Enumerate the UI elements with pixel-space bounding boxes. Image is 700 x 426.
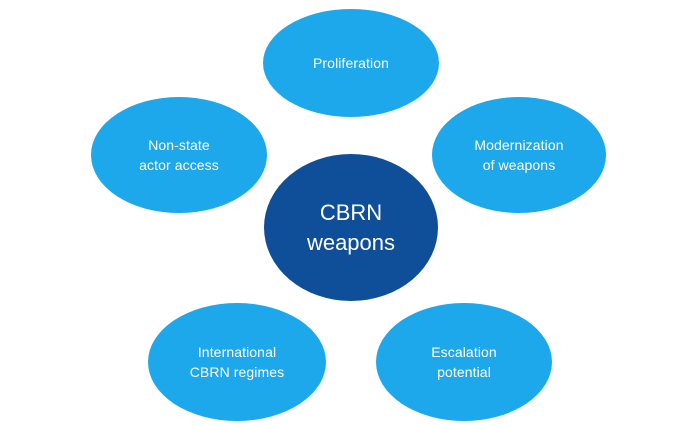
node-cbrn-weapons-center-label: CBRN weapons [306, 199, 396, 255]
node-proliferation: Proliferation [263, 9, 439, 117]
node-non-state-actor-access-label: Non-state actor access [139, 137, 219, 173]
node-proliferation-label: Proliferation [312, 55, 389, 71]
node-international-cbrn-regimes: International CBRN regimes [148, 303, 326, 421]
node-modernization-of-weapons-label: Modernization of weapons [474, 137, 564, 173]
node-non-state-actor-access: Non-state actor access [91, 97, 267, 213]
node-cbrn-weapons-center: CBRN weapons [264, 154, 438, 301]
node-escalation-potential: Escalation potential [376, 303, 552, 421]
node-modernization-of-weapons: Modernization of weapons [432, 97, 606, 213]
node-international-cbrn-regimes-label: International CBRN regimes [189, 344, 285, 380]
node-escalation-potential-label: Escalation potential [431, 344, 497, 380]
